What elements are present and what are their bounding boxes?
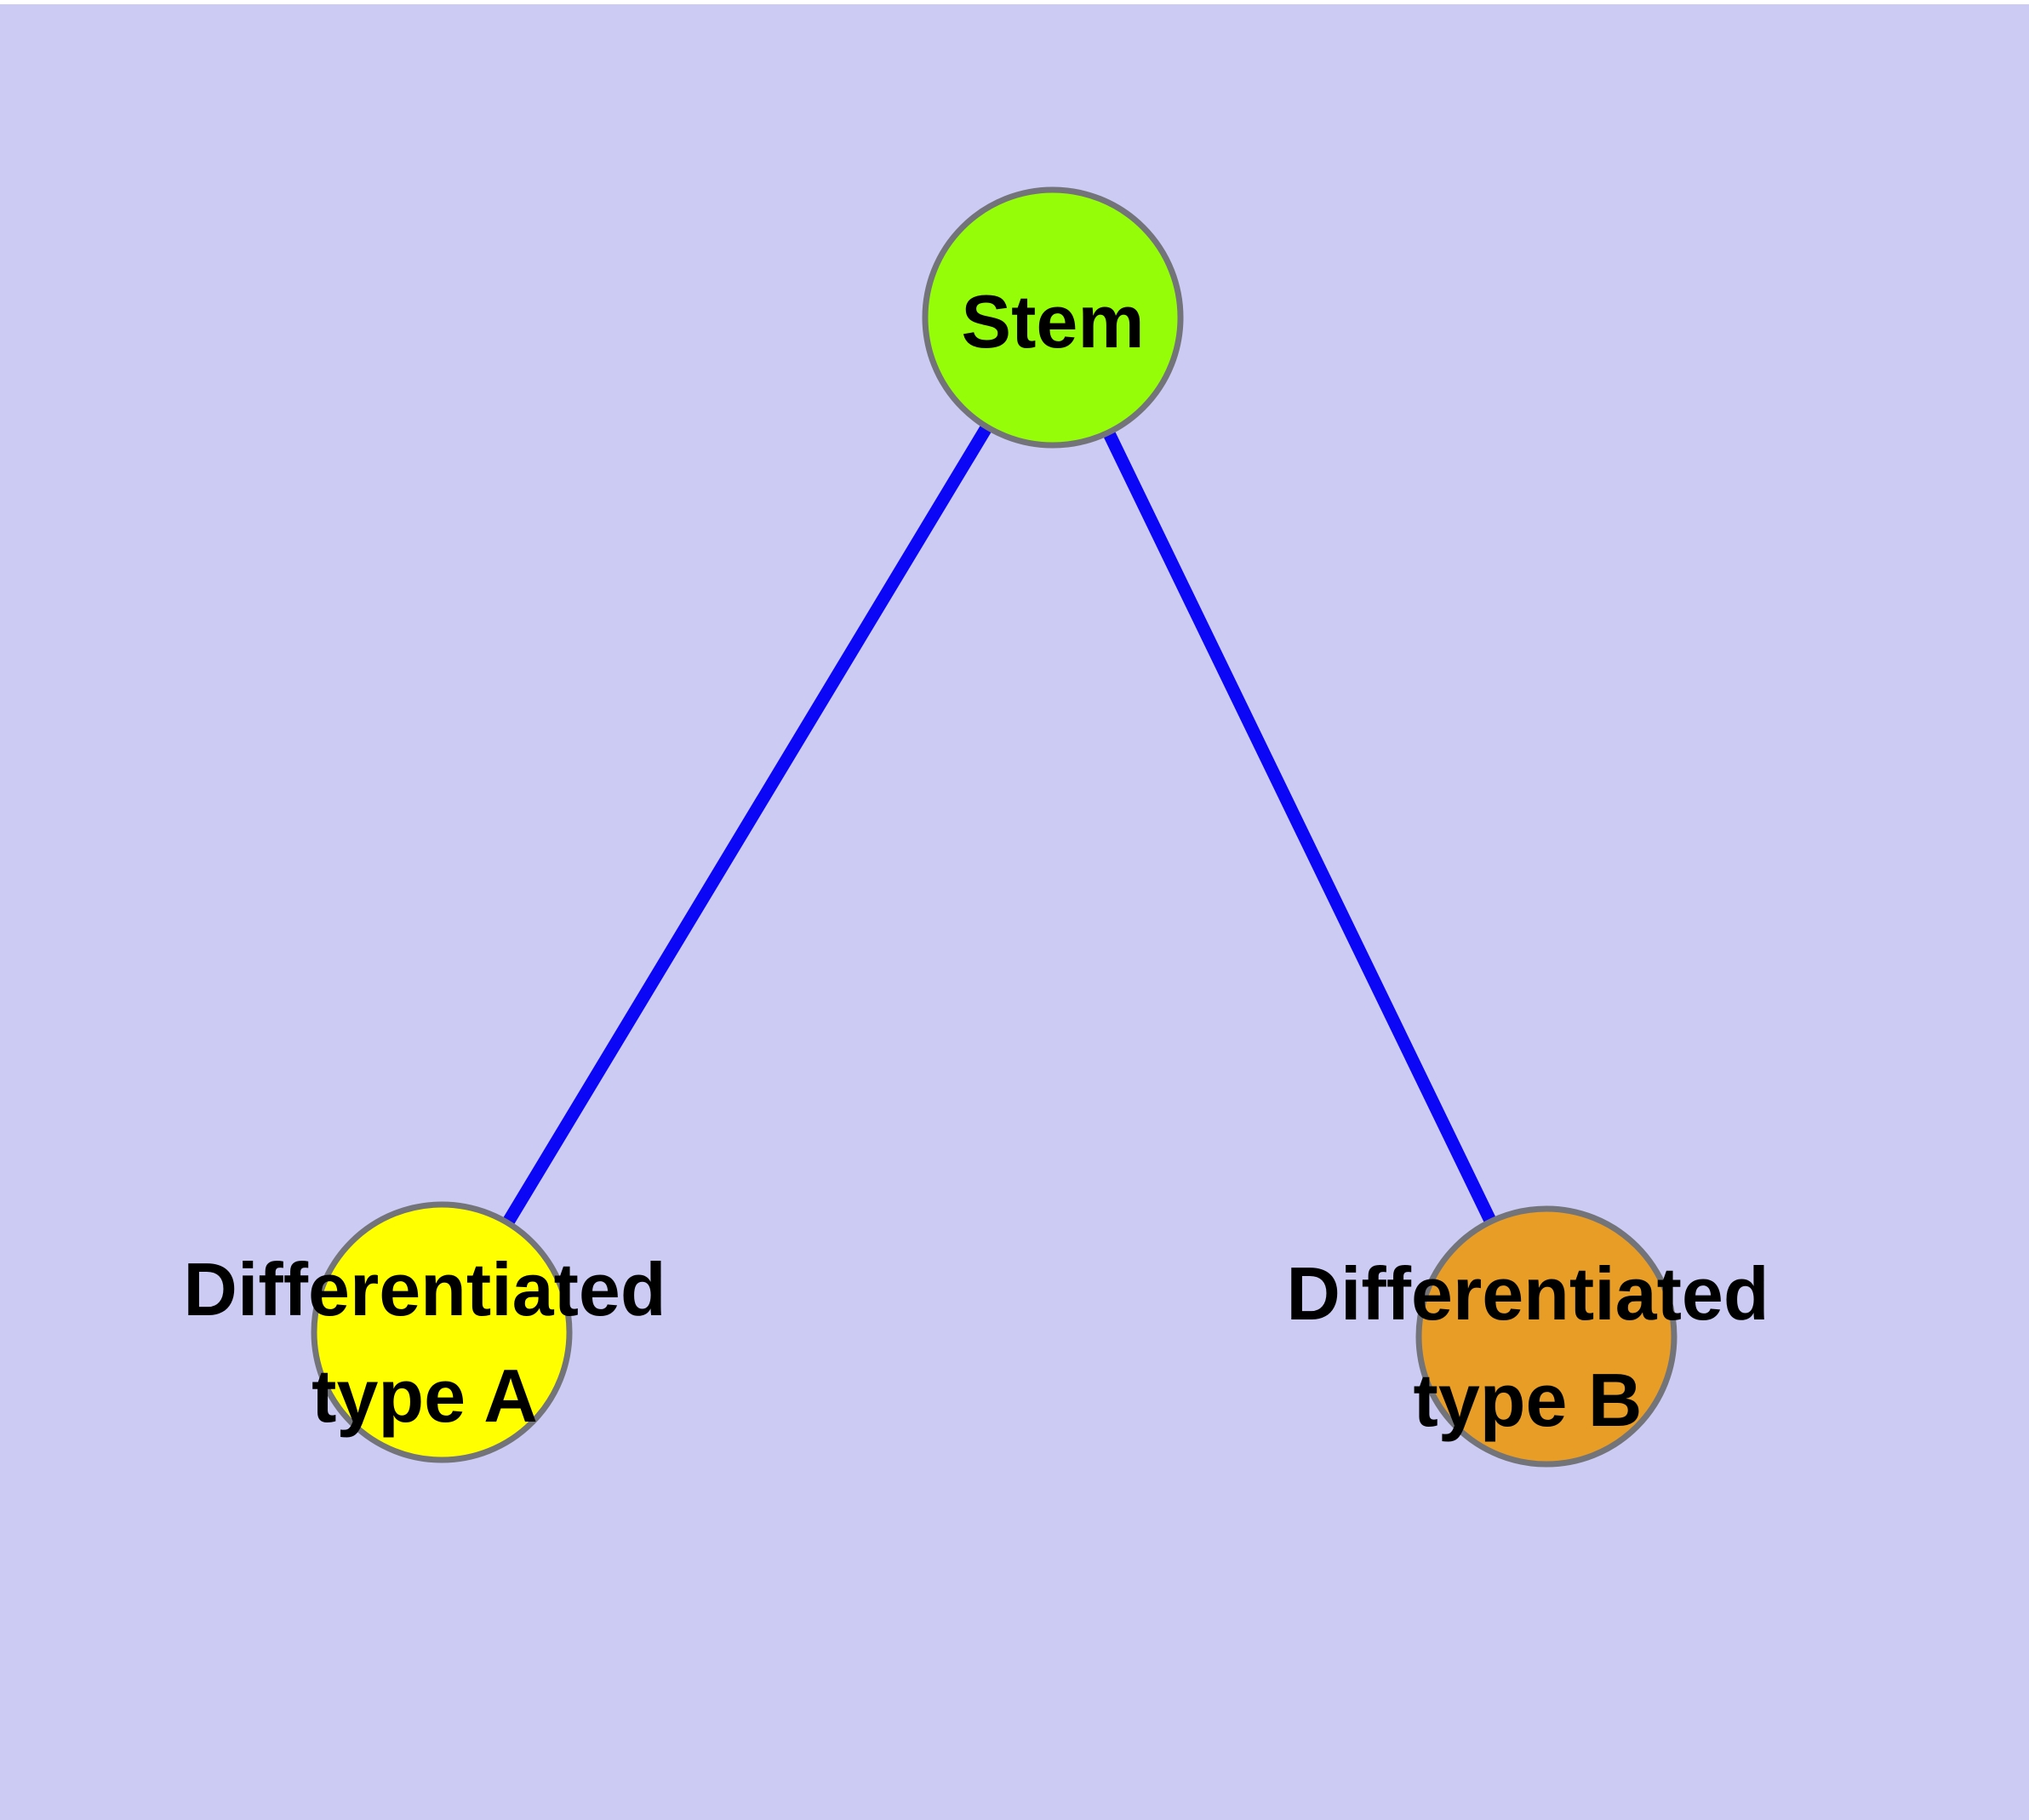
stem-node-label: Stem xyxy=(961,279,1144,363)
edge-stem-to-type-b xyxy=(1046,311,1553,1343)
type-b-label-line1: Differentiated xyxy=(1286,1251,1769,1336)
stem-node-circle xyxy=(922,186,1184,449)
type-a-node-circle xyxy=(311,1201,573,1463)
type-a-label-line2: type A xyxy=(311,1354,538,1438)
edge-stem-to-type-a xyxy=(435,311,1060,1339)
type-b-node-circle xyxy=(1415,1205,1677,1468)
type-b-label-line2: type B xyxy=(1414,1358,1643,1442)
type-a-label-line1: Differentiated xyxy=(183,1247,666,1331)
